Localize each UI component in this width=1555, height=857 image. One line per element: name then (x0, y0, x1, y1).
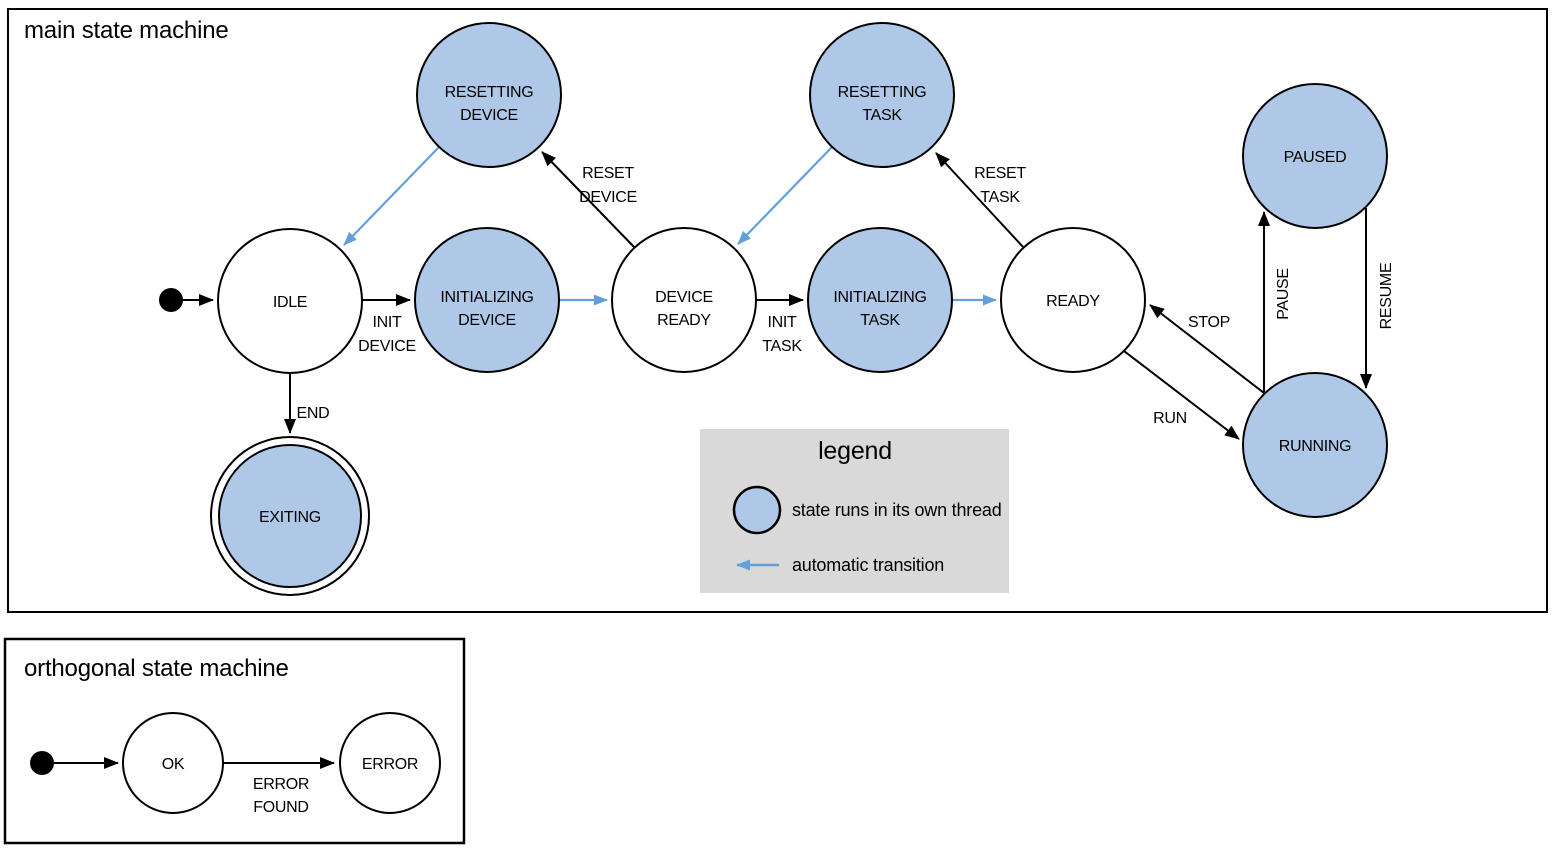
state-initializing-task (807, 227, 953, 373)
state-exiting-label: EXITING (259, 509, 321, 526)
transition-error-found-label-line1: ERROR (253, 776, 309, 793)
legend-thread-state-label: state runs in its own thread (792, 500, 1002, 520)
transition-reset-device-label-line1: RESET (582, 165, 634, 182)
legend-thread-state-icon (732, 485, 782, 535)
main-machine-title: main state machine (24, 17, 229, 44)
transition-error-found-label-line2: FOUND (253, 799, 308, 816)
state-idle (217, 228, 363, 374)
transition-resetting-device-to-idle-auto (343, 146, 440, 246)
state-resetting-device (416, 22, 562, 168)
transition-init-device-label-line1: INIT (372, 314, 402, 331)
state-device-ready (611, 227, 757, 373)
transition-pause-label: PAUSE (1275, 268, 1292, 320)
transition-running-to-ready (1149, 304, 1265, 394)
state-initializing-device-label-line1: INITIALIZING (440, 289, 533, 306)
state-ok-label: OK (162, 756, 185, 773)
transition-reset-device-label-line2: DEVICE (579, 189, 637, 206)
legend-title: legend (818, 437, 892, 465)
state-paused-label: PAUSED (1284, 149, 1347, 166)
transition-init-task-label-line2: TASK (762, 338, 802, 355)
transition-resume-label: RESUME (1378, 263, 1395, 330)
state-initializing-task-label-line2: TASK (860, 312, 900, 329)
state-error-label: ERROR (362, 756, 418, 773)
state-running-label: RUNNING (1279, 438, 1352, 455)
state-device-ready-label-line2: READY (657, 312, 711, 329)
transition-reset-task-label-line1: RESET (974, 165, 1026, 182)
state-ready-label: READY (1046, 293, 1100, 310)
state-exiting (218, 444, 362, 588)
legend-auto-transition-label: automatic transition (792, 555, 944, 575)
orthogonal-initial-state-dot-icon (30, 751, 54, 775)
state-running (1242, 372, 1388, 518)
transition-init-task-label-line1: INIT (767, 314, 797, 331)
state-resetting-task-label-line1: RESETTING (838, 84, 927, 101)
orthogonal-machine-title: orthogonal state machine (24, 655, 289, 682)
state-device-ready-label-line1: DEVICE (655, 289, 713, 306)
state-initializing-device-label-line2: DEVICE (458, 312, 516, 329)
transition-stop-label: STOP (1188, 314, 1230, 331)
state-idle-label: IDLE (273, 294, 307, 311)
initial-state-dot-icon (159, 288, 183, 312)
transition-ready-to-resetting-task (935, 152, 1025, 249)
state-resetting-task (809, 22, 955, 168)
transition-reset-task-label-line2: TASK (980, 189, 1020, 206)
state-resetting-task-label-line2: TASK (862, 107, 902, 124)
state-resetting-device-label-line1: RESETTING (445, 84, 534, 101)
transition-resetting-task-to-device-ready-auto (737, 146, 833, 245)
state-paused (1242, 83, 1388, 229)
state-resetting-device-label-line2: DEVICE (460, 107, 518, 124)
state-ready (1000, 227, 1146, 373)
transition-init-device-label-line2: DEVICE (358, 338, 416, 355)
transition-end-label: END (297, 405, 330, 422)
state-error (339, 712, 441, 814)
transition-ready-to-running (1123, 350, 1240, 440)
state-initializing-task-label-line1: INITIALIZING (833, 289, 926, 306)
state-initializing-device (414, 227, 560, 373)
transition-device-ready-to-resetting-device (541, 151, 636, 249)
transition-run-label: RUN (1153, 410, 1187, 427)
